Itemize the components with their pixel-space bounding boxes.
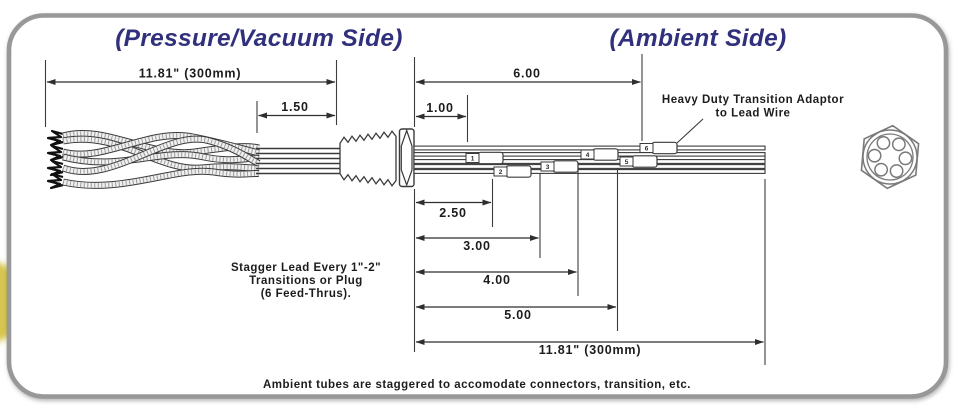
dim-pressure-exposed: 1.50	[256, 100, 336, 133]
stagger-note-line2: Transitions or Plug	[249, 275, 363, 287]
dim-transition-5: 5.00	[415, 168, 619, 331]
dim-transition-4: 4.00	[415, 162, 579, 296]
braided-cable	[46, 129, 261, 190]
dim-transition-3: 3.00	[415, 173, 541, 258]
tube-3	[413, 164, 766, 169]
dim-pressure-overall: 11.81" (300mm)	[44, 60, 338, 127]
transition-adaptor-2: 2	[493, 165, 532, 178]
hex-nut	[398, 128, 415, 188]
tube-2	[413, 169, 766, 174]
stagger-note-line1: Stagger Lead Every 1"-2"	[231, 262, 381, 274]
tube-number-5: 5	[625, 159, 629, 166]
thread-body	[339, 130, 397, 187]
stagger-note: Stagger Lead Every 1"-2" Transitions or …	[231, 262, 381, 300]
stagger-note-line3: (6 Feed-Thrus).	[261, 288, 352, 300]
frayed-wire-tips	[46, 129, 64, 190]
dim-text-5-00: 5.00	[504, 308, 532, 322]
transition-adaptor-6: 6	[639, 141, 678, 155]
ambient-side-title: (Ambient Side)	[609, 25, 786, 52]
dim-text-3-00: 3.00	[463, 239, 491, 253]
diagram-caption: Ambient tubes are staggered to accomodat…	[263, 379, 691, 391]
diagram-panel	[6, 13, 949, 399]
dim-ambient-span: 6.00	[413, 54, 643, 141]
transition-adaptor-4: 4	[580, 148, 619, 161]
dim-text-1-50: 1.50	[281, 100, 309, 114]
dim-text-6-00: 6.00	[513, 67, 541, 81]
lead-wires	[256, 147, 341, 175]
transition-adaptor-1: 1	[465, 151, 504, 165]
braided-wires	[61, 129, 261, 189]
transition-adaptor-3: 3	[540, 160, 579, 173]
dim-text-ambient-overall: 11.81" (300mm)	[539, 343, 642, 357]
compression-fitting	[339, 130, 397, 187]
adaptor-label-line1: Heavy Duty Transition Adaptor	[662, 94, 844, 106]
ambient-tubes: 1 2 3 4 5 6	[413, 141, 766, 178]
dim-ambient-overall: 11.81" (300mm)	[415, 179, 766, 365]
dim-transition-2: 2.50	[415, 179, 494, 227]
tube-number-6: 6	[645, 145, 649, 152]
dim-text-2-50: 2.50	[439, 206, 467, 220]
connector-pins	[867, 136, 913, 178]
transition-adaptor-5: 5	[619, 155, 658, 168]
dim-text-4-00: 4.00	[483, 273, 511, 287]
tube-5	[413, 159, 766, 164]
tube-6	[413, 145, 766, 151]
dim-text-1-00: 1.00	[426, 101, 454, 115]
adaptor-leader-line	[676, 118, 704, 144]
dim-ambient-first: 1.00	[415, 95, 469, 142]
dim-text-pressure-overall: 11.81" (300mm)	[139, 67, 242, 81]
adaptor-label: Heavy Duty Transition Adaptor to Lead Wi…	[662, 94, 844, 120]
tube-number-2: 2	[499, 169, 503, 176]
pressure-side-title: (Pressure/Vacuum Side)	[115, 25, 403, 52]
adaptor-label-line2: to Lead Wire	[716, 108, 791, 120]
tube-number-3: 3	[546, 164, 550, 171]
connector-end-view	[860, 124, 920, 190]
tube-number-1: 1	[471, 155, 475, 162]
tube-number-4: 4	[586, 152, 590, 159]
